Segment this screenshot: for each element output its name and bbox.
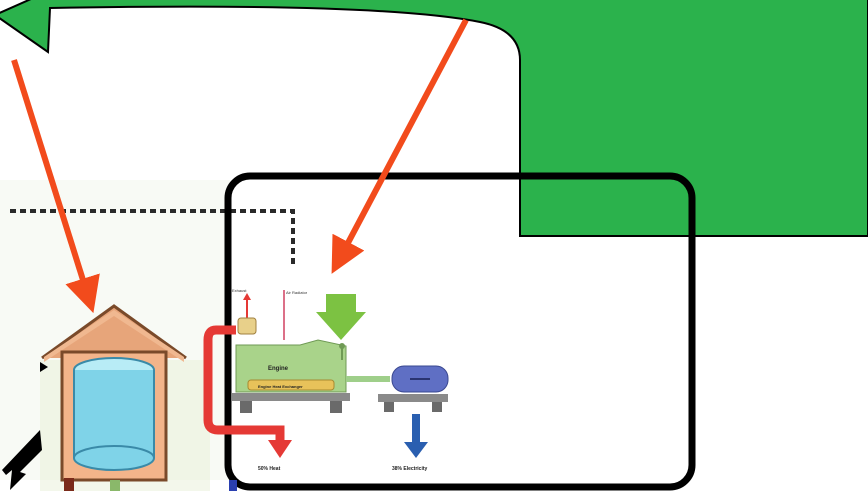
electricity-output-label: 38% Electricity: [392, 466, 428, 472]
small-marker-icon: [40, 362, 48, 372]
storage-house: [40, 304, 210, 491]
svg-text:Exhaust: Exhaust: [232, 288, 247, 293]
heat-exchanger-label: Engine Heat Exchanger: [258, 384, 303, 389]
electricity-output-arrow: [404, 414, 428, 458]
engine-label: Engine: [268, 366, 289, 372]
callout-arrow-to-engine: [331, 18, 469, 274]
fuel-input-arrow: [316, 294, 366, 340]
dashed-boundary: [10, 209, 295, 265]
generator: [378, 365, 449, 412]
heat-pipe: [203, 325, 292, 458]
pointer-arrow-icon: [2, 430, 42, 490]
callout-arrow-to-house: [11, 59, 100, 314]
engine-block: [232, 339, 350, 413]
heat-output-label: 50% Heat: [258, 466, 281, 472]
electric-marker: [229, 480, 237, 491]
radiator-note: Air Radiator: [286, 290, 308, 295]
exhaust-symbol: Exhaust: [232, 288, 257, 335]
drive-shaft: [346, 376, 390, 382]
